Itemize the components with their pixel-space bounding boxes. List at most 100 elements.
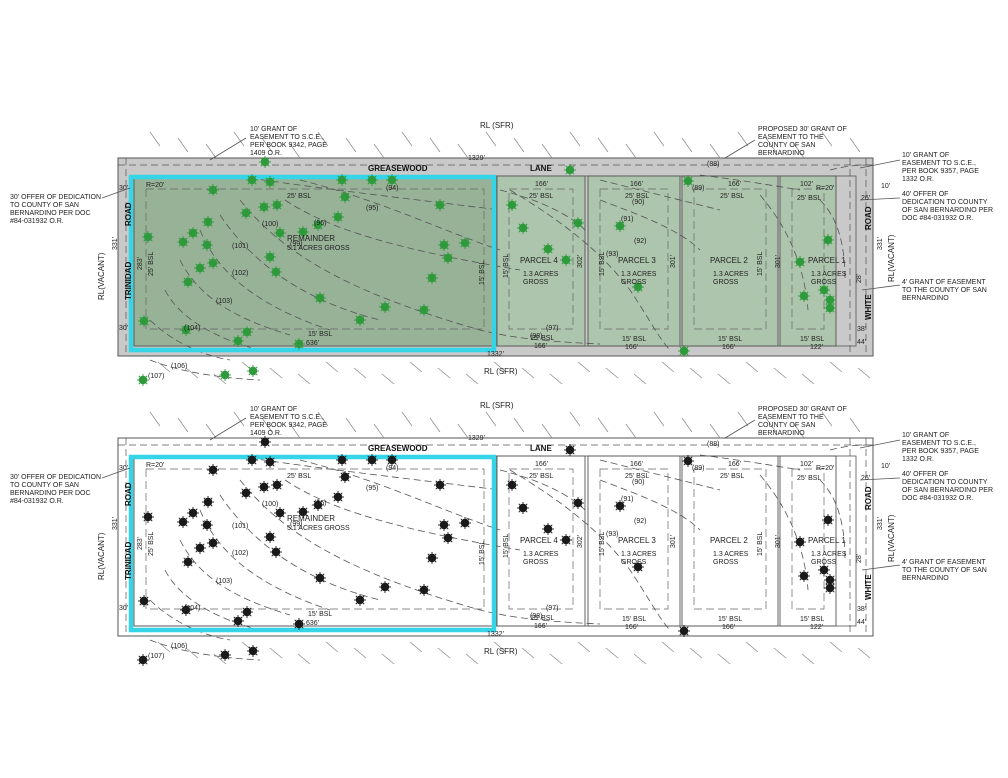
parcel-boundary — [496, 455, 586, 627]
tree-spike — [319, 577, 325, 583]
zoning-label-south: RL (SFR) — [484, 647, 518, 656]
parcel-area-label: 1.3 ACRES — [523, 551, 559, 558]
tree-spike — [569, 169, 575, 175]
tree-spike — [207, 497, 213, 503]
tree-spike — [298, 339, 304, 345]
tree-spike — [147, 516, 153, 522]
tree-spike — [142, 655, 148, 661]
contour-label: (100) — [262, 501, 278, 508]
tree-spike — [367, 455, 373, 461]
tree-spike — [795, 537, 801, 543]
tree-spike — [246, 611, 252, 617]
contour-label: (107) — [148, 653, 164, 660]
parcel-boundary — [587, 175, 681, 347]
tree-spike — [207, 221, 213, 227]
terrain-tick — [793, 423, 805, 439]
contour-line — [239, 199, 601, 345]
dimension-label: 1329' — [468, 435, 485, 442]
terrain-tick — [233, 131, 245, 147]
setback-line — [508, 468, 574, 610]
setback-label: 15' BSL — [757, 532, 764, 556]
tree-spike — [143, 512, 149, 518]
tree-symbol — [207, 464, 219, 476]
tree-spike — [251, 175, 257, 181]
tree-spike — [212, 542, 218, 548]
tree-spike — [569, 445, 575, 451]
dimension-label: 301' — [775, 255, 782, 268]
tree-spike — [245, 488, 251, 494]
parcel-name-label: PARCEL 2 — [710, 536, 748, 545]
terrain-tick — [857, 367, 871, 379]
contour-label: (93) — [606, 531, 618, 538]
tree-spike — [275, 271, 281, 277]
street-label-road-east: ROAD — [864, 486, 873, 510]
easement-note: COUNTY OF SAN — [758, 422, 815, 429]
terrain-tick — [429, 417, 441, 433]
setback-label: 25' BSL — [625, 193, 649, 200]
tree-spike — [803, 291, 809, 297]
tree-spike — [384, 582, 390, 588]
tree-spike — [187, 557, 193, 563]
street-label-greasewood: GREASEWOOD — [368, 444, 428, 453]
tree-spike — [195, 547, 201, 553]
tree-spike — [294, 343, 300, 349]
easement-note: PROPOSED 30' GRANT OF — [758, 406, 847, 413]
tree-spike — [269, 461, 275, 467]
tree-symbol — [678, 345, 690, 357]
tree-spike — [443, 257, 449, 263]
leader-line — [859, 159, 901, 169]
terrain-tick — [653, 411, 665, 427]
tree-spike — [275, 267, 281, 273]
tree-spike — [573, 498, 579, 504]
tree-spike — [344, 472, 350, 478]
tree-symbol — [264, 251, 276, 263]
tree-spike — [203, 497, 209, 503]
contour-label: (100) — [262, 221, 278, 228]
tree-spike — [507, 204, 513, 210]
street-label-trinidad: TRINIDAD — [124, 262, 133, 300]
tree-spike — [619, 501, 625, 507]
tree-spike — [569, 165, 575, 171]
tree-spike — [633, 282, 639, 288]
tree-spike — [823, 289, 829, 295]
street-label-trinidad: TRINIDAD — [124, 542, 133, 580]
tree-spike — [683, 346, 689, 352]
contour-label: (101) — [232, 523, 248, 530]
tree-spike — [183, 277, 189, 283]
tree-spike — [272, 200, 278, 206]
tree-spike — [224, 650, 230, 656]
contour-label: (91) — [621, 496, 633, 503]
terrain-tick — [345, 417, 357, 433]
contour-line — [299, 179, 501, 251]
easement-note: PER BOOK 9342, PAGE — [250, 142, 327, 149]
setback-label: 25' BSL — [287, 473, 311, 480]
tree-spike — [619, 221, 625, 227]
tree-spike — [187, 277, 193, 283]
tree-spike — [561, 259, 567, 265]
easement-note: 1409 O.R. — [250, 430, 282, 437]
dimension-label: 122' — [810, 344, 823, 351]
tree-spike — [265, 457, 271, 463]
tree-symbol — [418, 584, 430, 596]
tree-spike — [139, 596, 145, 602]
tree-spike — [260, 161, 266, 167]
dedication-note: 30' OFFER OF DEDICATION — [10, 474, 101, 481]
tree-spike — [185, 325, 191, 331]
parcel-boundary — [133, 175, 497, 347]
tree-spike — [423, 305, 429, 311]
tree-spike — [264, 437, 270, 443]
tree-spike — [341, 175, 347, 181]
tree-symbol — [246, 174, 258, 186]
tree-spike — [252, 370, 258, 376]
tree-symbol — [293, 618, 305, 630]
tree-spike — [302, 507, 308, 513]
tree-spike — [182, 237, 188, 243]
tree-spike — [212, 469, 218, 475]
tree-spike — [819, 565, 825, 571]
parcel-area-label: 5.1 ACRES GROSS — [287, 245, 350, 252]
tree-spike — [252, 650, 258, 656]
tree-symbol — [180, 324, 192, 336]
tree-symbol — [297, 226, 309, 238]
leader-line — [724, 139, 756, 159]
tree-spike — [799, 295, 805, 301]
